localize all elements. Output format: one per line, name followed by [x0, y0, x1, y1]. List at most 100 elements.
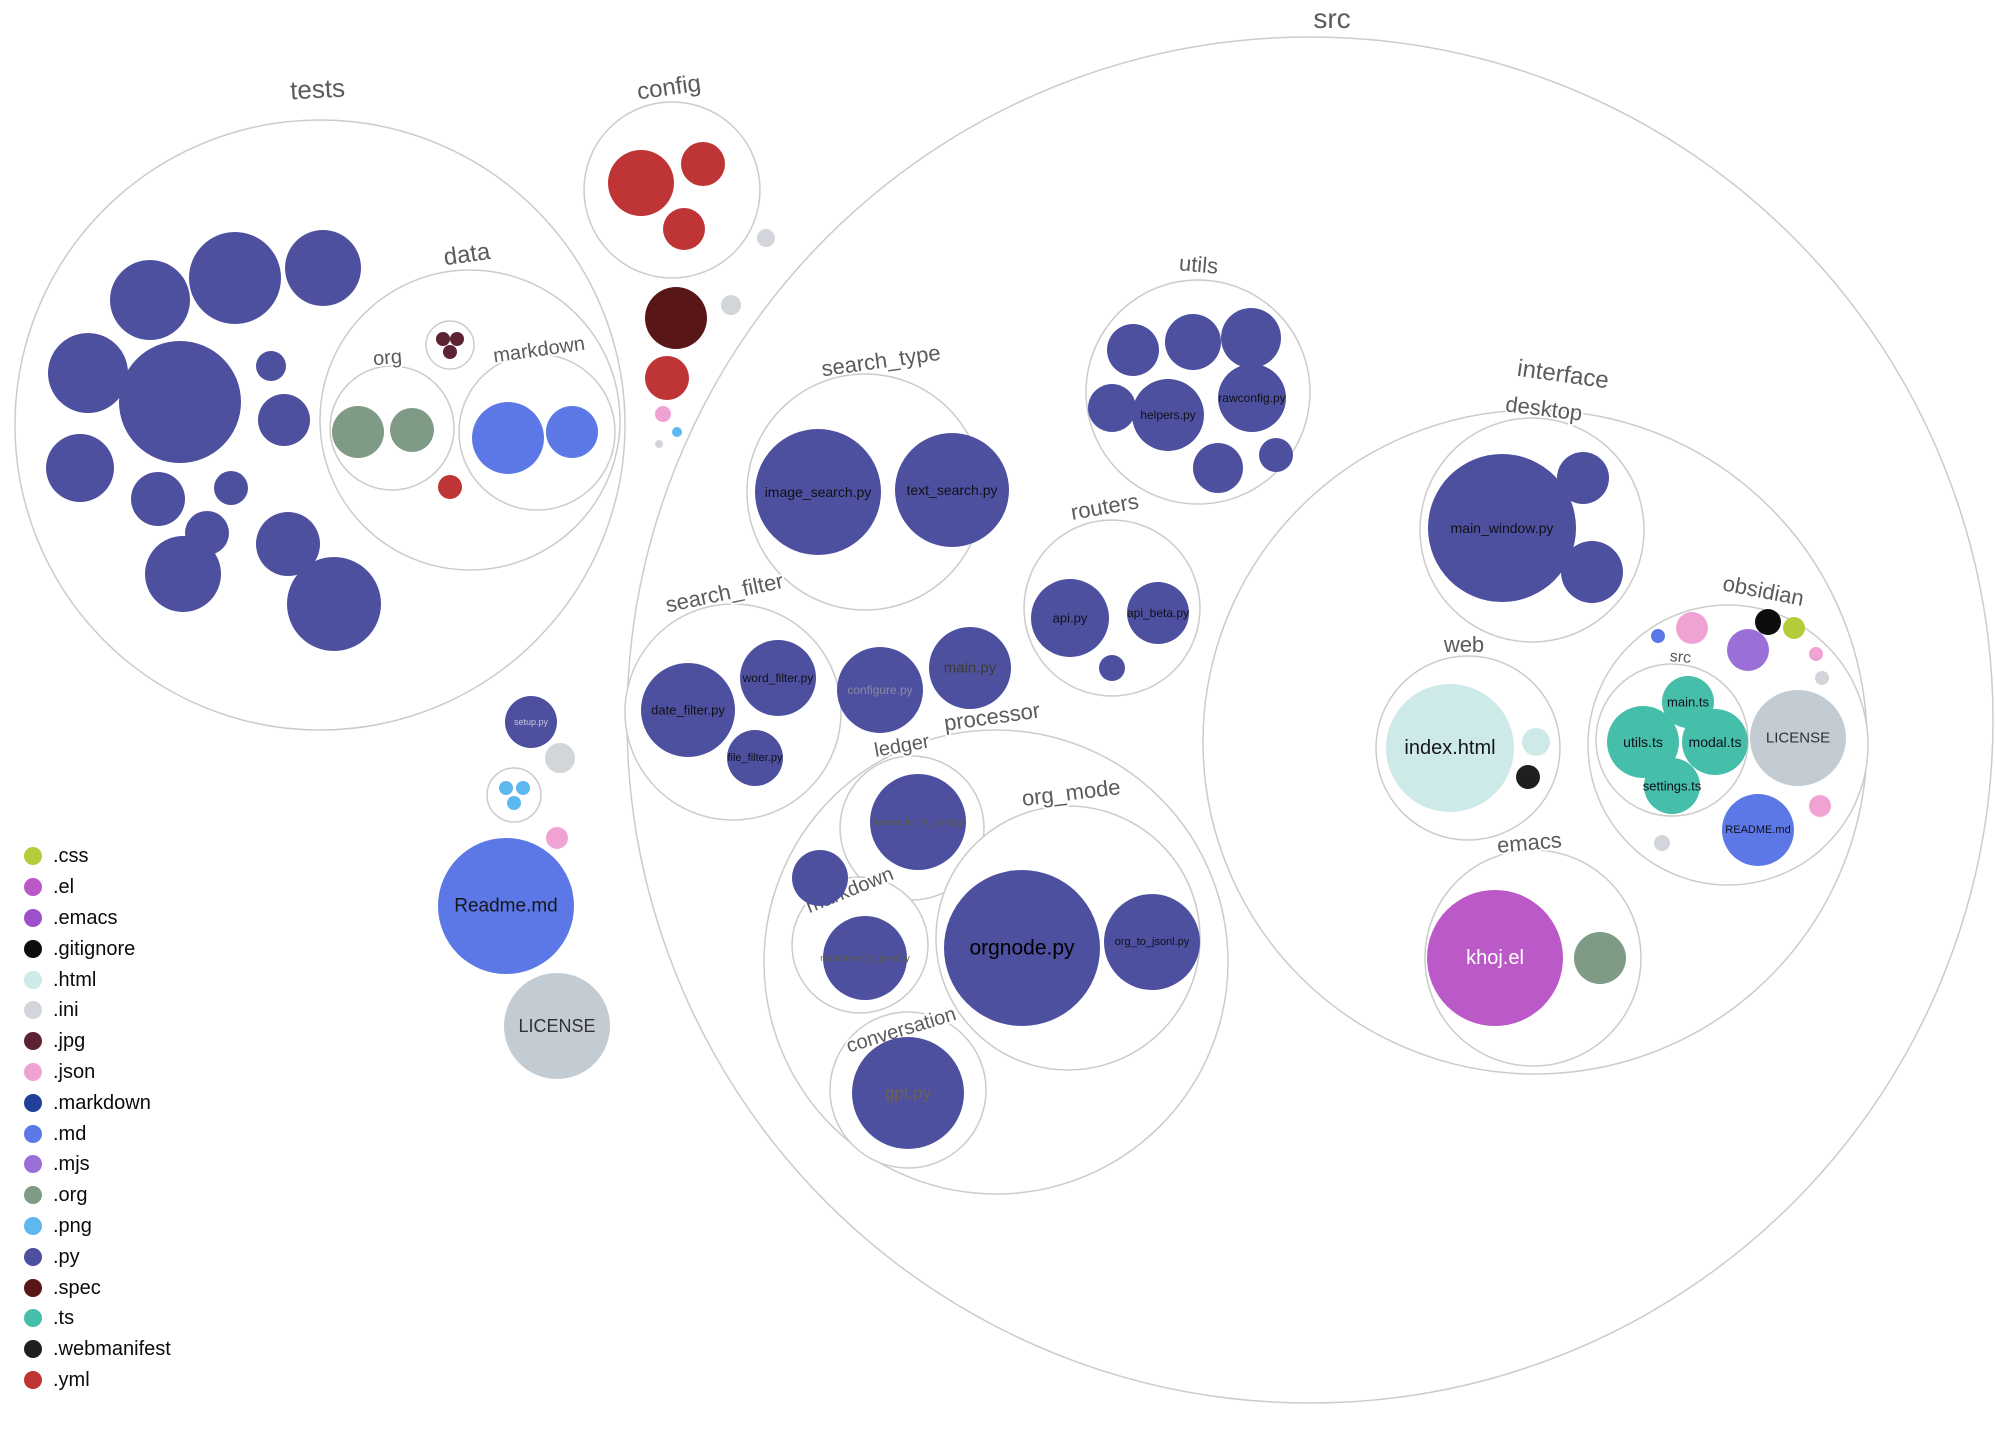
legend-item-ini: .ini: [24, 995, 171, 1026]
legend-item-png: .png: [24, 1211, 171, 1242]
dir-circle-root-images-group: [486, 767, 542, 823]
file.py-dot: [1193, 443, 1243, 493]
legend-label: .md: [53, 1122, 87, 1145]
file-circle-LICENSE: [1750, 690, 1846, 786]
file.py-dot: [48, 333, 128, 413]
file.ini-dot: [1815, 671, 1829, 685]
file.png-dot: [499, 781, 513, 795]
legend-label: .json: [53, 1060, 96, 1083]
legend-color-dot: [24, 970, 42, 989]
file-label-markdown_to_jsonl.py: markdown_to_jsonl.py: [820, 953, 910, 963]
legend-item-emacs: .emacs: [24, 903, 171, 934]
file-circle-api_beta.py: [1127, 582, 1189, 644]
file-circle-README.md: [1722, 794, 1794, 866]
dir-label-utils: utils: [1178, 250, 1219, 278]
legend-color-dot: [24, 1155, 42, 1174]
legend-item-css: .css: [24, 841, 171, 872]
legend-label: .mjs: [53, 1153, 90, 1176]
file.py-dot: [145, 536, 221, 612]
legend-label: .png: [53, 1214, 92, 1237]
file.py-dot: [1107, 324, 1159, 376]
file-circle-utils.ts: [1607, 706, 1679, 778]
file-circle-index.html: [1386, 684, 1514, 812]
file.py-dot: [285, 230, 361, 306]
file-label-helpers.py: helpers.py: [1140, 408, 1195, 422]
legend-color-dot: [24, 1309, 42, 1328]
file.webmanifest-dot: [1516, 765, 1540, 789]
file-circle-modal.ts: [1682, 709, 1748, 775]
file-circle-org_to_jsonl.py: [1104, 894, 1200, 990]
legend-color-dot: [24, 1093, 42, 1112]
dir-label-config: config: [635, 70, 702, 106]
file.css-dot: [1783, 617, 1805, 639]
file-circle-gpt.py: [852, 1037, 964, 1149]
file.py-dot: [1221, 308, 1281, 368]
file.yml-dot: [438, 475, 462, 499]
file-circle-orgnode.py: [944, 870, 1100, 1026]
file.png-dot: [516, 781, 530, 795]
file.md-dot: [1651, 629, 1665, 643]
legend-label: .css: [53, 845, 89, 868]
dir-label-obsidian-src: src: [1669, 648, 1692, 667]
file-label-beancount_to_jsonl.py: beancount_to_jsonl.py: [873, 817, 964, 827]
file.png-dot: [672, 427, 682, 437]
file-label-Readme.md: Readme.md: [454, 896, 558, 917]
file.py-dot: [189, 232, 281, 324]
legend-color-dot: [24, 1032, 42, 1051]
legend-item-org: .org: [24, 1180, 171, 1211]
file-label-khoj.el: khoj.el: [1466, 947, 1524, 969]
file.json-dot: [1676, 612, 1708, 644]
file-label-README.md: README.md: [1725, 824, 1790, 836]
legend-item-webmanifest: .webmanifest: [24, 1334, 171, 1365]
file-label-gpt.py: gpt.py: [885, 1084, 932, 1103]
file.py-dot: [792, 850, 848, 906]
file-circle-date_filter.py: [641, 663, 735, 757]
dir-label-data-org: org: [372, 346, 403, 370]
file.yml-dot: [608, 150, 674, 216]
file-label-LICENSE: LICENSE: [1766, 730, 1830, 747]
file-circle-word_filter.py: [740, 640, 816, 716]
file.json-dot: [1809, 647, 1823, 661]
file.ini-dot: [655, 440, 663, 448]
file.org-dot: [1574, 932, 1626, 984]
file.mjs-dot: [1727, 629, 1769, 671]
file.py-dot: [214, 471, 248, 505]
file-label-LICENSE: LICENSE: [518, 1016, 595, 1036]
legend-item-markdown: .markdown: [24, 1087, 171, 1118]
file.md-dot: [546, 406, 598, 458]
legend-color-dot: [24, 1124, 42, 1143]
legend-item-json: .json: [24, 1057, 171, 1088]
file-label-word_filter.py: word_filter.py: [742, 671, 814, 685]
file.json-dot: [655, 406, 671, 422]
legend-color-dot: [24, 1247, 42, 1266]
file-label-settings.ts: settings.ts: [1643, 779, 1702, 794]
file-circle-image_search.py: [755, 429, 881, 555]
file-label-index.html: index.html: [1404, 737, 1495, 759]
dir-label-src: src: [1313, 3, 1350, 34]
file-label-configure.py: configure.py: [847, 683, 912, 697]
file-circle-setup.py: [505, 696, 557, 748]
file.py-dot: [131, 472, 185, 526]
legend-label: .jpg: [53, 1030, 86, 1053]
file-circle-configure.py: [837, 647, 923, 733]
file-circle-main.py: [929, 627, 1011, 709]
legend-label: .yml: [53, 1368, 90, 1391]
file-circle-beancount_to_jsonl.py: [870, 774, 966, 870]
legend-label: .markdown: [53, 1091, 151, 1114]
file-label-setup.py: setup.py: [514, 717, 549, 727]
legend-item-ts: .ts: [24, 1303, 171, 1334]
file-circle-text_search.py: [895, 433, 1009, 547]
file-circle-LICENSE: [504, 973, 610, 1079]
file-circle-Readme.md: [438, 838, 574, 974]
file-circle-helpers.py: [1132, 379, 1204, 451]
legend-color-dot: [24, 1062, 42, 1081]
file-label-api_beta.py: api_beta.py: [1127, 606, 1189, 620]
legend-color-dot: [24, 1186, 42, 1205]
file.py-dot: [1259, 438, 1293, 472]
file-label-main_window.py: main_window.py: [1451, 520, 1554, 536]
file.py-dot: [1561, 541, 1623, 603]
legend-item-py: .py: [24, 1241, 171, 1272]
file.yml-dot: [645, 356, 689, 400]
file.org-dot: [332, 406, 384, 458]
